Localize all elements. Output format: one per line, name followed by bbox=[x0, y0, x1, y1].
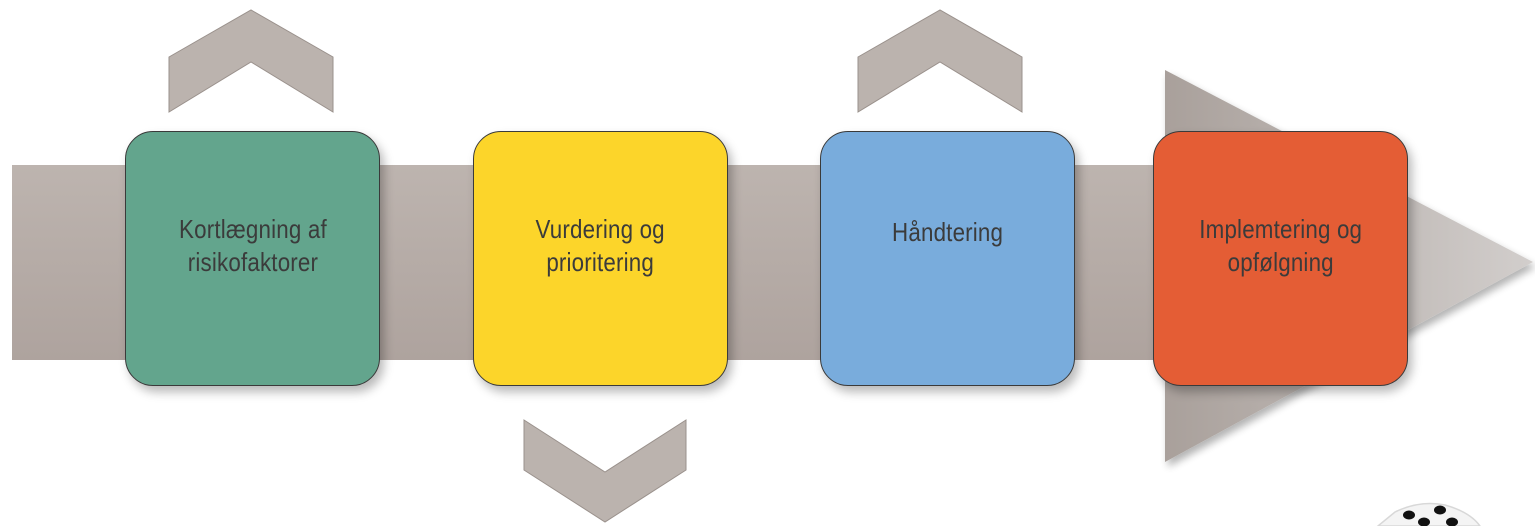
dice-icon bbox=[1376, 502, 1481, 526]
step-label: Kortlægning af risikofaktorer bbox=[178, 213, 327, 277]
step-card-vurdering: Vurdering og prioritering bbox=[473, 131, 728, 386]
step-card-kortlaegning: Kortlægning af risikofaktorer bbox=[125, 131, 380, 386]
step-card-haandtering: Håndtering bbox=[820, 131, 1075, 386]
step-label: Vurdering og prioritering bbox=[535, 213, 666, 277]
step-label: Håndtering bbox=[891, 217, 1004, 247]
step-label: Implemtering og opfølgning bbox=[1199, 213, 1362, 277]
step-card-implementering: Implemtering og opfølgning bbox=[1153, 131, 1408, 386]
chevron-down-icon bbox=[523, 419, 687, 523]
chevron-up-icon bbox=[168, 9, 334, 113]
chevron-up-icon bbox=[857, 9, 1023, 113]
